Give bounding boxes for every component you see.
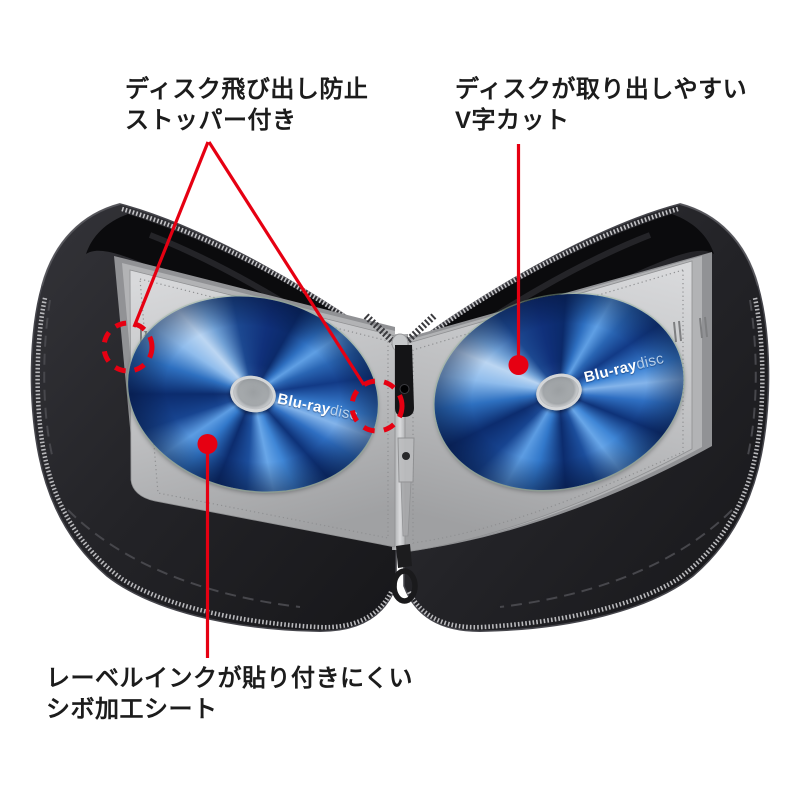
left-interior-fabric xyxy=(86,214,395,430)
left-leather-highlight xyxy=(41,203,121,287)
callout-label-sheet-line1: レーベルインクが貼り付きにくい xyxy=(46,665,414,692)
left-stitch-seam xyxy=(67,509,301,608)
right-zipper-teeth-top xyxy=(404,206,679,354)
stopper-leader-line-right xyxy=(207,141,366,386)
callout-label-sheet-line2: シボ加工シート xyxy=(46,696,218,723)
center-zipper-teeth-left xyxy=(363,313,398,346)
stopper-strap-black xyxy=(395,345,414,417)
zipper-pull-shaft xyxy=(396,544,412,568)
left-zipper-teeth-top xyxy=(121,206,396,354)
stopper-strap-rivet xyxy=(399,384,410,394)
right-stitch-seam-2 xyxy=(747,299,757,456)
stopper-highlight-circle-left xyxy=(101,320,155,374)
callout-red-annotations xyxy=(101,141,521,658)
stopper-leader-line-left xyxy=(132,141,210,328)
right-stopper-tabs xyxy=(673,316,708,343)
zipper-pull-ring xyxy=(391,568,418,604)
vcut-marker-dot xyxy=(508,355,529,375)
right-stitch-seam xyxy=(499,509,733,608)
callout-label-stopper-line2: ストッパー付き xyxy=(125,107,297,134)
callout-label-stopper-line1: ディスク飛び出し防止 xyxy=(125,76,369,103)
lower-strap-tail xyxy=(400,481,412,537)
left-stitch-seam-2 xyxy=(43,299,53,456)
left-zipper-teeth-rim xyxy=(35,297,394,630)
callout-label-vcut: ディスクが取り出しやすい V字カット xyxy=(455,74,747,136)
right-page-perforation xyxy=(412,269,684,544)
callout-label-vcut-line2: V字カット xyxy=(455,107,570,134)
sheet-marker-dot xyxy=(197,434,218,454)
callout-label-stopper: ディスク飛び出し防止 ストッパー付き xyxy=(125,74,368,136)
callout-label-vcut-line1: ディスクが取り出しやすい xyxy=(455,76,748,103)
right-zipper-teeth-rim xyxy=(406,297,765,630)
lower-strap-rivet xyxy=(402,452,410,460)
center-zipper-teeth-right xyxy=(402,313,437,346)
callout-label-sheet: レーベルインクが貼り付きにくい シボ加工シート xyxy=(46,663,413,725)
right-interior-fabric xyxy=(405,214,714,430)
stopper-highlight-circle-right xyxy=(349,378,405,434)
right-leather-highlight xyxy=(679,203,759,287)
